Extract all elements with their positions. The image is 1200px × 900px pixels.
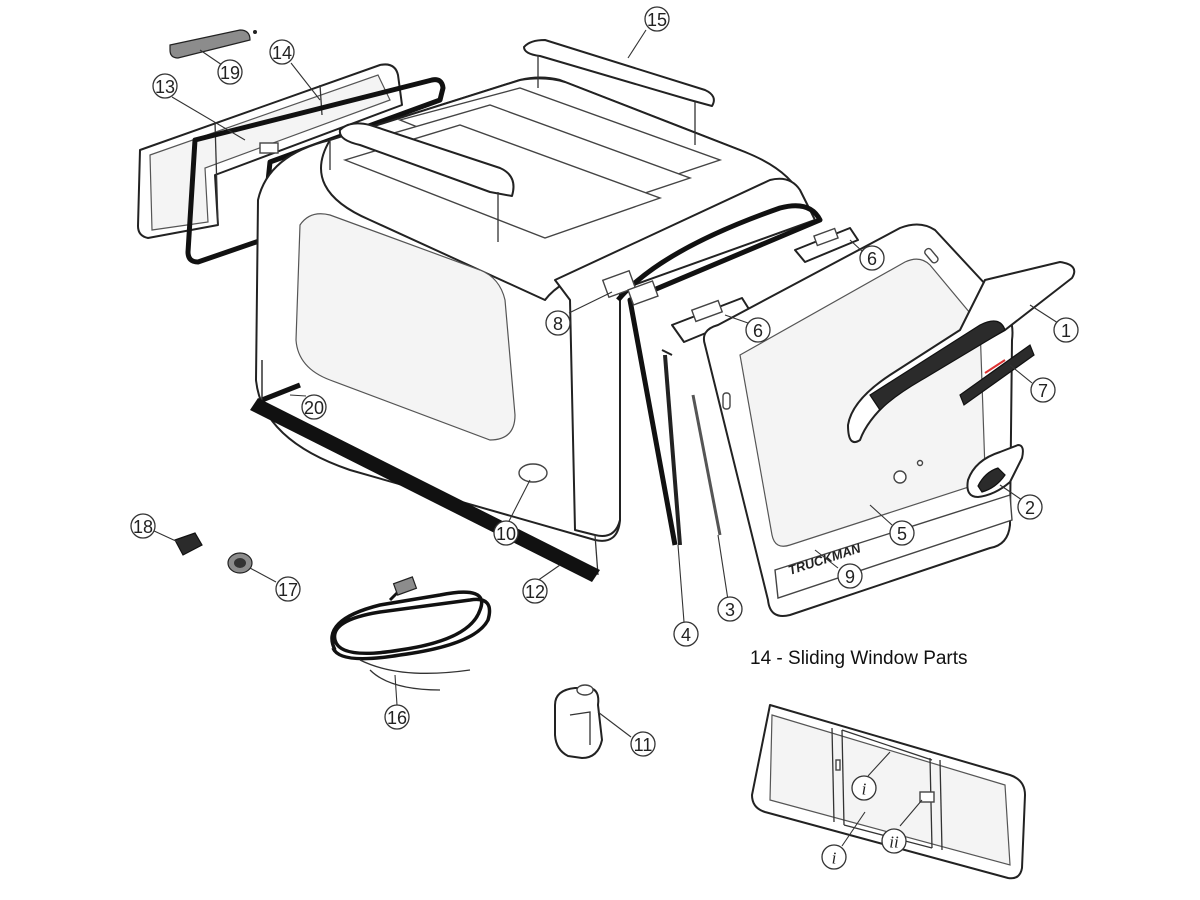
callout-c18: 18 bbox=[130, 513, 156, 539]
callout-circle bbox=[152, 73, 178, 99]
callout-label: 4 bbox=[681, 625, 691, 645]
callout-c4: 4 bbox=[673, 621, 699, 647]
callout-circle bbox=[301, 394, 327, 420]
callout-circle bbox=[881, 828, 907, 854]
callout-label: i bbox=[832, 849, 837, 868]
callout-c15: 15 bbox=[644, 6, 670, 32]
callout-c7: 7 bbox=[1030, 377, 1056, 403]
callout-c16: 16 bbox=[384, 704, 410, 730]
connector-17 bbox=[227, 552, 253, 574]
callout-circle bbox=[384, 704, 410, 730]
callout-circle bbox=[545, 310, 571, 336]
bracket-11 bbox=[554, 684, 603, 759]
callout-c13: 13 bbox=[152, 73, 178, 99]
callout-cii: ii bbox=[881, 828, 907, 854]
spoiler-1 bbox=[847, 261, 1076, 444]
callout-c19: 19 bbox=[217, 59, 243, 85]
callout-circle bbox=[745, 317, 771, 343]
callout-label: 2 bbox=[1025, 498, 1035, 518]
callout-circle bbox=[522, 578, 548, 604]
sliding-window-detail bbox=[751, 704, 1026, 880]
callout-label: 12 bbox=[525, 582, 545, 602]
callout-circle bbox=[851, 775, 877, 801]
callout-c10: 10 bbox=[493, 520, 519, 546]
canopy-body bbox=[255, 76, 816, 576]
callout-c6a: 6 bbox=[859, 245, 885, 271]
top-strip-19 bbox=[169, 29, 257, 59]
callout-circle bbox=[859, 245, 885, 271]
callout-label: 8 bbox=[553, 314, 563, 334]
gas-strut-3 bbox=[691, 394, 722, 536]
callout-ci2: i bbox=[821, 844, 847, 870]
leader-lines bbox=[151, 29, 1059, 847]
callout-label: i bbox=[862, 780, 867, 799]
callout-label: 6 bbox=[753, 321, 763, 341]
callout-label: 16 bbox=[387, 708, 407, 728]
callout-circle bbox=[1030, 377, 1056, 403]
side-roof-rail bbox=[329, 122, 515, 242]
callout-circle bbox=[1017, 494, 1043, 520]
callout-circle bbox=[217, 59, 243, 85]
callout-label: 5 bbox=[897, 524, 907, 544]
hinge-6-lower bbox=[671, 297, 753, 343]
callout-label: ii bbox=[889, 833, 899, 852]
callout-label: 19 bbox=[220, 63, 240, 83]
plug-18 bbox=[174, 532, 203, 556]
callout-c5: 5 bbox=[889, 520, 915, 546]
callout-label: 18 bbox=[133, 517, 153, 537]
callout-label: 11 bbox=[634, 735, 653, 755]
callout-c11: 11 bbox=[630, 731, 656, 757]
window-seal-14 bbox=[185, 77, 446, 265]
callout-circle bbox=[269, 39, 295, 65]
callout-c1: 1 bbox=[1053, 317, 1079, 343]
gas-strut-4 bbox=[661, 349, 682, 546]
callout-label: 10 bbox=[496, 524, 516, 544]
callout-circle bbox=[821, 844, 847, 870]
wiring-harness-16 bbox=[330, 576, 492, 691]
tailgate-seal-8 bbox=[601, 203, 823, 546]
callout-label: 6 bbox=[867, 249, 877, 269]
callout-c3: 3 bbox=[717, 596, 743, 622]
section-title: 14 - Sliding Window Parts bbox=[750, 648, 968, 669]
callout-c9: 9 bbox=[837, 563, 863, 589]
callout-label: 1 bbox=[1061, 321, 1071, 341]
callout-label: 14 bbox=[272, 43, 292, 63]
hinge-6-upper bbox=[794, 227, 859, 263]
callout-label: 15 bbox=[647, 10, 667, 30]
callout-circle bbox=[493, 520, 519, 546]
callout-label: 9 bbox=[845, 567, 855, 587]
callout-c8: 8 bbox=[545, 310, 571, 336]
roof-rail-15 bbox=[523, 39, 715, 145]
brake-light-7 bbox=[959, 344, 1035, 406]
callout-label: 17 bbox=[278, 580, 298, 600]
callout-label: 7 bbox=[1038, 381, 1048, 401]
callout-circle bbox=[630, 731, 656, 757]
callout-c14: 14 bbox=[269, 39, 295, 65]
callout-circle bbox=[130, 513, 156, 539]
callout-circle bbox=[717, 596, 743, 622]
callout-c6b: 6 bbox=[745, 317, 771, 343]
handle-2 bbox=[966, 444, 1024, 498]
callout-c12: 12 bbox=[522, 578, 548, 604]
callout-circle bbox=[673, 621, 699, 647]
callout-circle bbox=[644, 6, 670, 32]
callout-label: 3 bbox=[725, 600, 735, 620]
callout-circle bbox=[837, 563, 863, 589]
callout-c20: 20 bbox=[301, 394, 327, 420]
callout-circle bbox=[275, 576, 301, 602]
callout-c2: 2 bbox=[1017, 494, 1043, 520]
callout-label: 20 bbox=[304, 398, 324, 418]
callout-ci1: i bbox=[851, 775, 877, 801]
callout-label: 13 bbox=[155, 77, 175, 97]
callout-circle bbox=[889, 520, 915, 546]
callout-circle bbox=[1053, 317, 1079, 343]
callout-c17: 17 bbox=[275, 576, 301, 602]
